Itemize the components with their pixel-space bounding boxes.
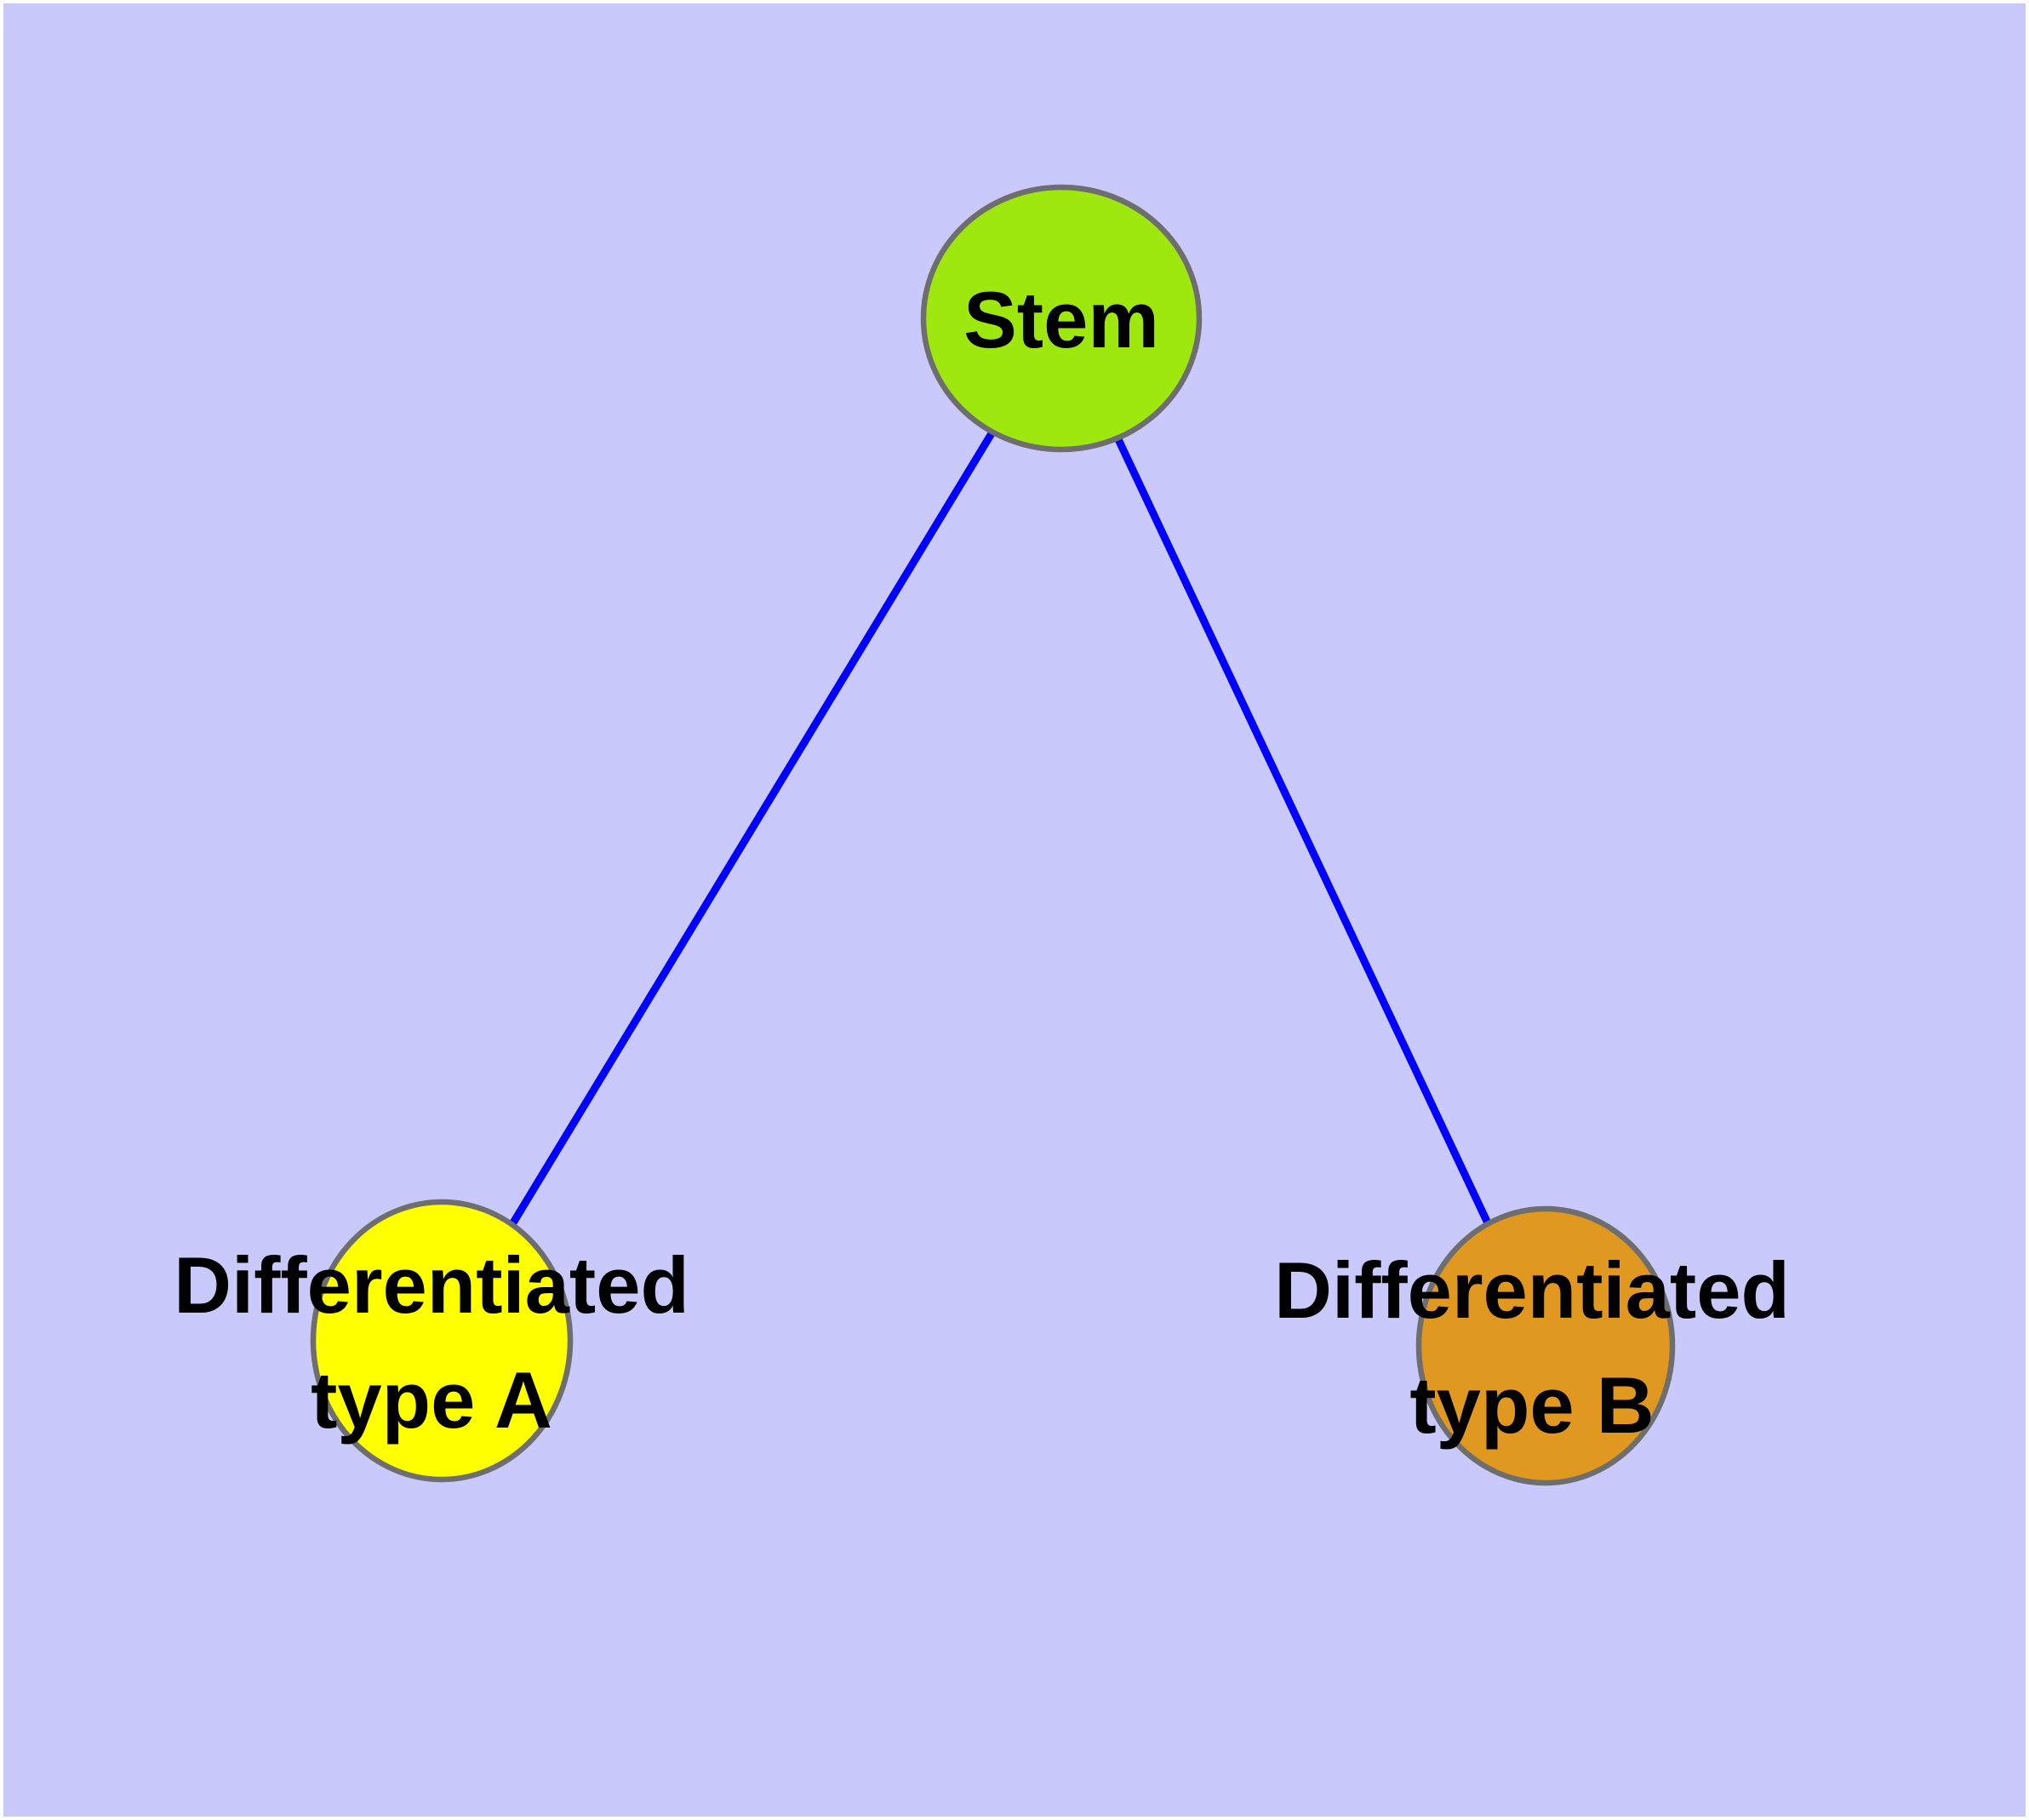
- node-type-a-label-line1: Differentiated: [174, 1240, 689, 1330]
- node-type-b-label-line1: Differentiated: [1274, 1245, 1790, 1335]
- node-differentiated-type-a: Differentiated type A: [174, 1199, 689, 1483]
- node-type-b-label-line2: type B: [1409, 1360, 1654, 1450]
- edge-stem-to-type-a: [438, 316, 1065, 1343]
- node-stem-circle: [920, 184, 1203, 453]
- node-type-b-circle: [1415, 1205, 1676, 1486]
- node-stem: Stem: [920, 184, 1203, 453]
- node-stem-label: Stem: [963, 275, 1159, 364]
- node-type-a-circle: [310, 1199, 574, 1483]
- edge-stem-to-type-b: [1057, 317, 1550, 1348]
- node-type-a-label-line2: type A: [311, 1355, 552, 1445]
- node-differentiated-type-b: Differentiated type B: [1274, 1205, 1790, 1486]
- edge-layer: [438, 316, 1550, 1348]
